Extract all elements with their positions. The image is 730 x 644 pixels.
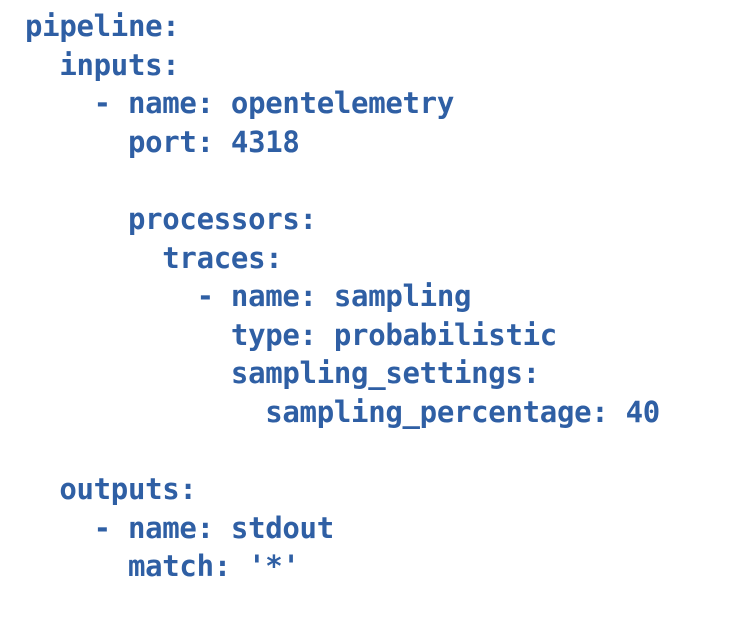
code-line-processor-type: type: probabilistic [25, 317, 557, 352]
code-line-traces: traces: [25, 240, 283, 275]
code-line-outputs: outputs: [25, 472, 197, 507]
code-line-sampling-settings: sampling_settings: [25, 356, 540, 391]
code-line-pipeline: pipeline: [25, 9, 180, 43]
code-line-output-match: match: '*' [25, 549, 300, 584]
code-line-blank-2 [25, 432, 730, 471]
code-line-input-name: - name: opentelemetry [25, 86, 455, 121]
code-line-processors: processors: [25, 201, 317, 236]
code-line-processor-name: - name: sampling [25, 279, 472, 314]
code-line-input-port: port: 4318 [25, 124, 300, 159]
code-line-blank-1 [25, 161, 730, 200]
code-line-inputs: inputs: [25, 47, 180, 82]
code-line-sampling-percentage: sampling_percentage: 40 [25, 394, 660, 429]
code-line-output-name: - name: stdout [25, 510, 335, 545]
